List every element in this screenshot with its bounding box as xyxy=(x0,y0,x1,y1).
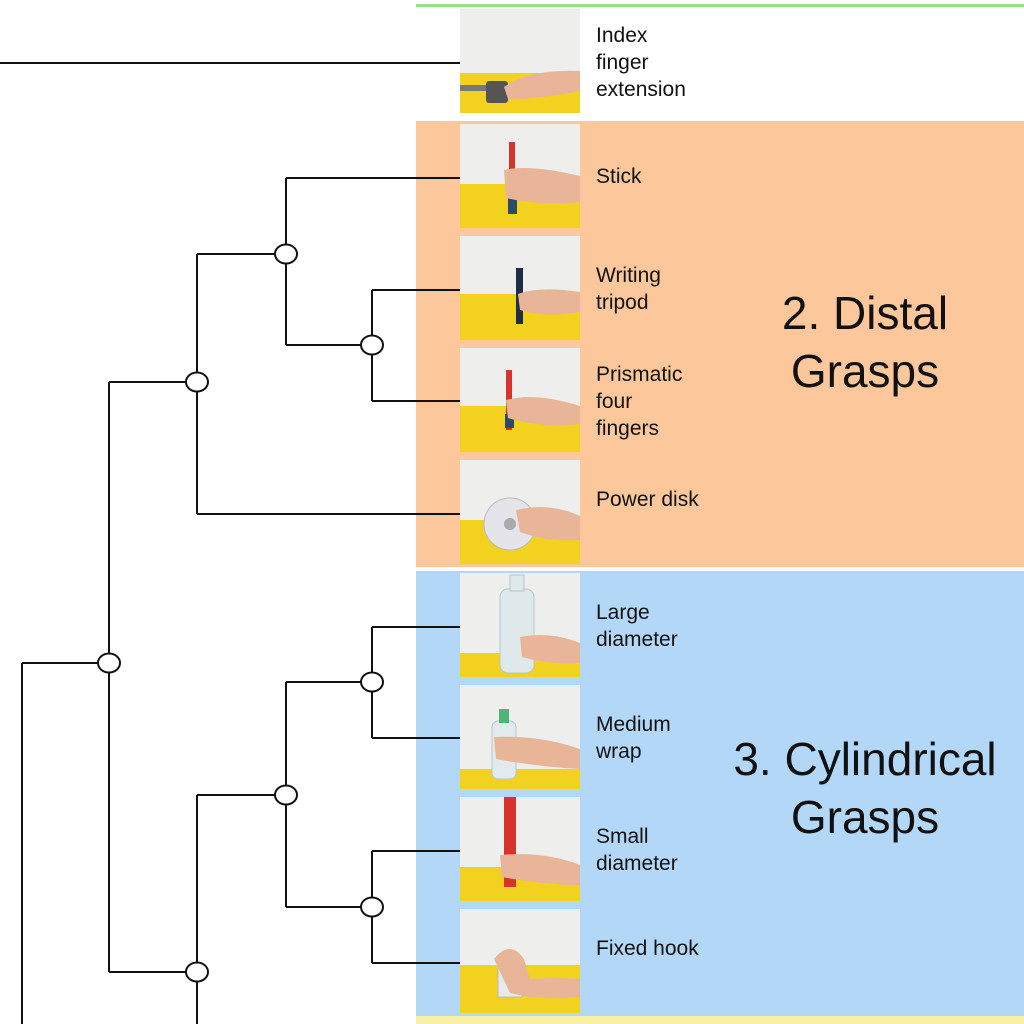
power-disk-photo xyxy=(460,460,580,564)
grasp-label-fixed-hook: Fixed hook xyxy=(596,937,699,960)
medium-wrap-photo xyxy=(460,685,580,789)
large-diameter-photo xyxy=(460,573,580,677)
dendrogram-node xyxy=(360,896,384,918)
prismatic-four-fingers-photo xyxy=(460,348,580,452)
writing-tripod-photo xyxy=(460,236,580,340)
index-finger-extension-photo xyxy=(460,9,580,113)
grasp-label-small-diameter: Small diameter xyxy=(596,825,678,875)
previous-group-band-edge xyxy=(416,0,1024,7)
dendrogram-node xyxy=(185,961,209,983)
dendrogram-node xyxy=(97,652,121,674)
distal-grasps-title: 2. Distal Grasps xyxy=(781,287,949,397)
grasp-label-large-diameter: Large diameter xyxy=(596,601,678,651)
grasp-label-index-finger-extension: Index finger extension xyxy=(596,24,686,101)
next-group-band-edge xyxy=(416,1016,1024,1024)
dendrogram-node xyxy=(185,371,209,393)
dendrogram-node xyxy=(360,334,384,356)
grasp-label-prismatic-four-fingers: Prismatic four fingers xyxy=(596,363,683,440)
grasp-label-stick: Stick xyxy=(596,165,642,188)
cylindrical-grasps-title: 3. Cylindrical Grasps xyxy=(733,733,997,843)
dendrogram-node xyxy=(274,784,298,806)
fixed-hook-photo xyxy=(460,909,580,1013)
grasp-label-medium-wrap: Medium wrap xyxy=(596,713,671,763)
stick-photo xyxy=(460,124,580,228)
grasp-label-writing-tripod: Writing tripod xyxy=(596,264,661,314)
dendrogram-node xyxy=(274,243,298,265)
grasp-label-power-disk: Power disk xyxy=(596,488,699,511)
dendrogram-node xyxy=(360,671,384,693)
small-diameter-photo xyxy=(460,797,580,901)
